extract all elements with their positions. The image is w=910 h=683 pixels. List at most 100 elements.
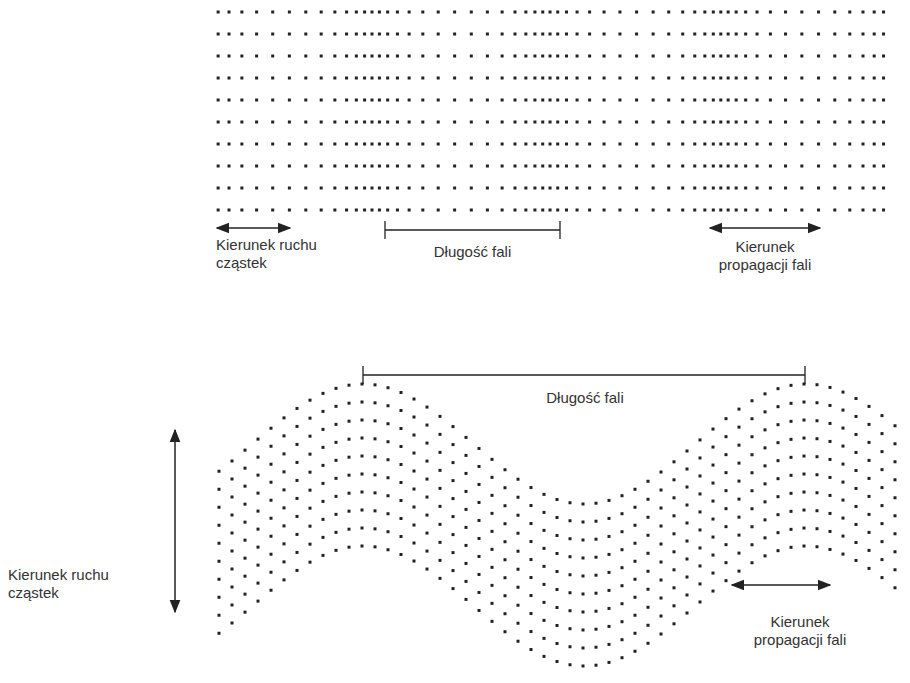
particle-dot <box>386 209 389 212</box>
particle-dot <box>576 143 579 146</box>
particle-dot <box>524 77 527 80</box>
particle-dot <box>533 143 536 146</box>
particle-dot <box>751 543 754 546</box>
particle-dot <box>703 209 706 212</box>
particle-dot <box>270 445 273 448</box>
particle-dot <box>861 55 864 58</box>
particle-dot <box>873 33 876 36</box>
particle-dot <box>556 570 559 573</box>
particle-dot <box>244 521 247 524</box>
particle-dot <box>751 525 754 528</box>
particle-dot <box>673 496 676 499</box>
particle-dot <box>452 587 455 590</box>
particle-dot <box>660 489 663 492</box>
particle-dot <box>408 55 411 58</box>
particle-dot <box>549 55 552 58</box>
particle-dot <box>465 544 468 547</box>
particle-dot <box>556 55 559 58</box>
particle-dot <box>453 187 456 190</box>
particle-dot <box>348 420 351 423</box>
particle-dot <box>413 416 416 419</box>
double-arrow <box>217 227 290 229</box>
particle-dot <box>621 602 624 605</box>
particle-dot <box>355 33 358 36</box>
particle-dot <box>322 482 325 485</box>
particle-dot <box>413 542 416 545</box>
particle-dot <box>660 561 663 564</box>
particle-dot <box>296 443 299 446</box>
particle-dot <box>231 603 234 606</box>
particle-dot <box>437 165 440 168</box>
particle-dot <box>244 449 247 452</box>
particle-dot <box>556 121 559 124</box>
particle-dot <box>513 121 516 124</box>
particle-dot <box>437 99 440 102</box>
particle-dot <box>727 209 730 212</box>
particle-dot <box>320 121 323 124</box>
particle-dot <box>244 539 247 542</box>
particle-dot <box>735 11 738 14</box>
particle-dot <box>603 143 606 146</box>
particle-dot <box>727 55 730 58</box>
particle-dot <box>833 187 836 190</box>
particle-dot <box>842 499 845 502</box>
particle-dot <box>228 77 231 80</box>
particle-dot <box>387 458 390 461</box>
particle-dot <box>608 499 611 502</box>
particle-dot <box>335 531 338 534</box>
particle-dot <box>861 209 864 212</box>
particle-dot <box>603 99 606 102</box>
particle-dot <box>603 209 606 212</box>
particle-dot <box>777 477 780 480</box>
particle-dot <box>504 594 507 597</box>
particle-dot <box>699 492 702 495</box>
particle-dot <box>478 609 481 612</box>
particle-dot <box>608 607 611 610</box>
particle-dot <box>881 450 884 453</box>
particle-dot <box>470 121 473 124</box>
particle-dot <box>408 11 411 14</box>
particle-dot <box>387 476 390 479</box>
particle-dot <box>833 165 836 168</box>
particle-dot <box>513 99 516 102</box>
particle-dot <box>283 434 286 437</box>
particle-dot <box>304 143 307 146</box>
particle-dot <box>588 209 591 212</box>
particle-dot <box>712 518 715 521</box>
particle-dot <box>437 33 440 36</box>
particle-dot <box>556 165 559 168</box>
particle-dot <box>894 496 897 499</box>
particle-dot <box>363 11 366 14</box>
particle-dot <box>621 548 624 551</box>
particle-dot <box>769 55 772 58</box>
particle-dot <box>569 501 572 504</box>
particle-dot <box>817 11 820 14</box>
particle-dot <box>756 121 759 124</box>
particle-dot <box>257 546 260 549</box>
particle-dot <box>588 99 591 102</box>
particle-dot <box>524 187 527 190</box>
particle-dot <box>738 570 741 573</box>
particle-dot <box>652 33 655 36</box>
particle-dot <box>371 33 374 36</box>
particle-dot <box>231 513 234 516</box>
particle-dot <box>396 99 399 102</box>
particle-dot <box>452 515 455 518</box>
particle-dot <box>882 165 885 168</box>
particle-dot <box>453 11 456 14</box>
particle-dot <box>855 505 858 508</box>
particle-dot <box>621 584 624 587</box>
particle-dot <box>541 55 544 58</box>
particle-dot <box>283 452 286 455</box>
particle-dot <box>541 121 544 124</box>
particle-dot <box>582 538 585 541</box>
particle-dot <box>400 427 403 430</box>
particle-dot <box>486 187 489 190</box>
particle-dot <box>569 645 572 648</box>
particle-dot <box>803 545 806 548</box>
particle-dot <box>322 518 325 521</box>
particle-dot <box>686 486 689 489</box>
particle-dot <box>738 480 741 483</box>
particle-dot <box>309 561 312 564</box>
transverse-wave-particles <box>218 383 897 668</box>
